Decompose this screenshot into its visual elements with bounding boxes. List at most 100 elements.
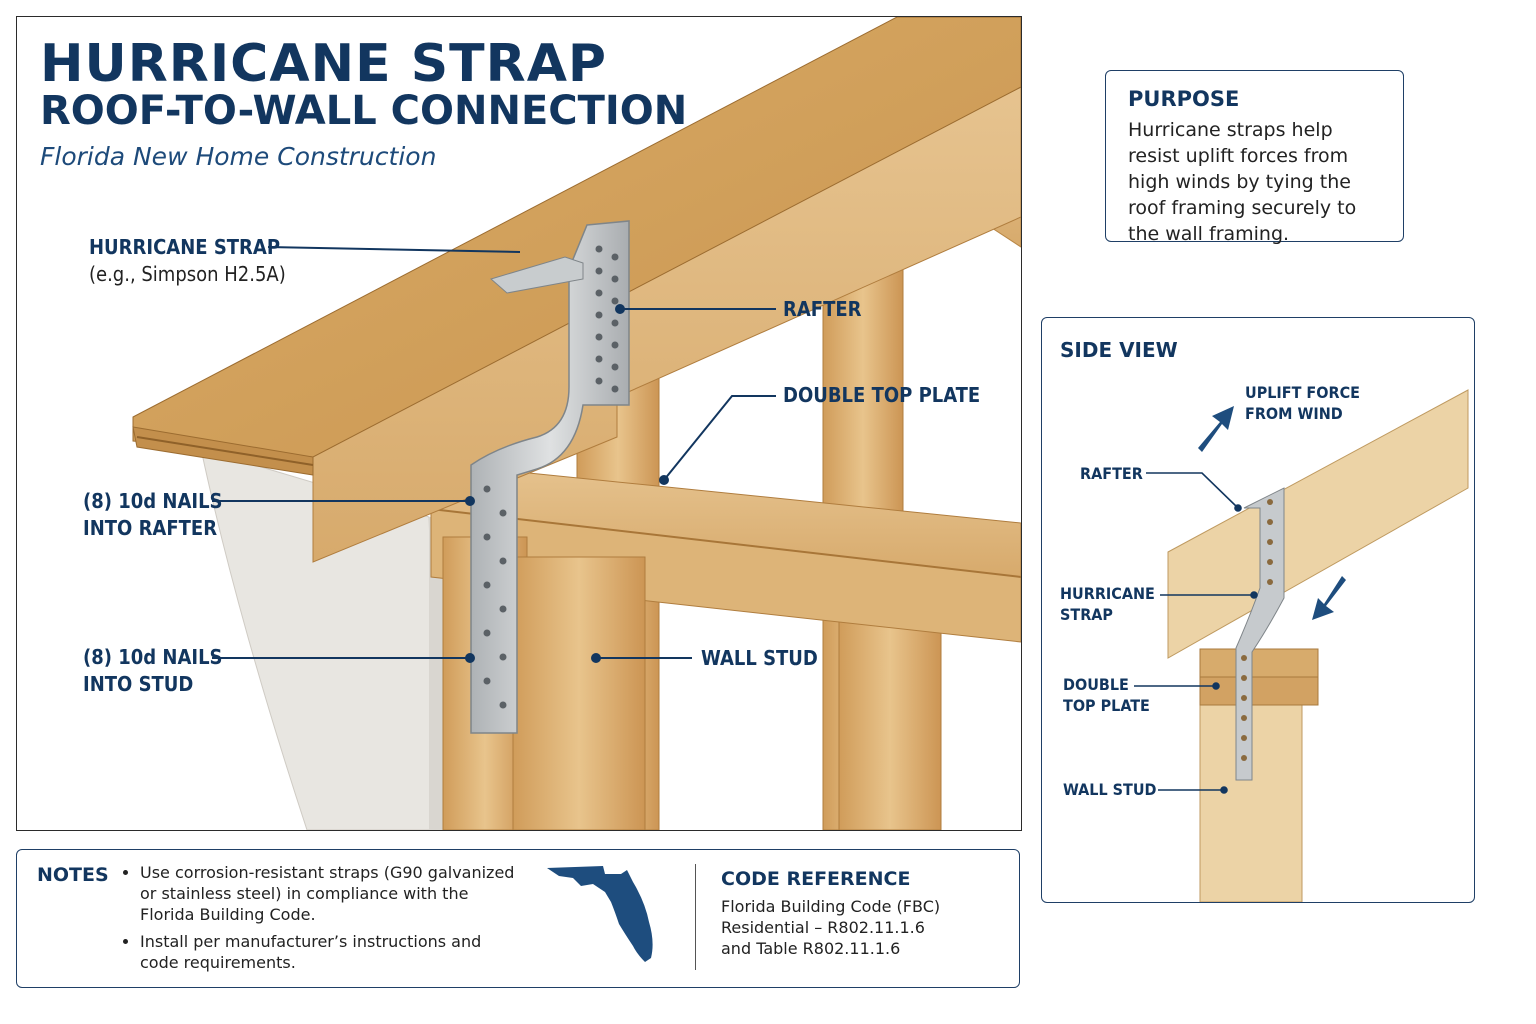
label-rafter: RAFTER <box>783 297 862 321</box>
nail-hole <box>483 677 491 685</box>
code-reference-text: Florida Building Code (FBC) Residential … <box>721 897 941 958</box>
purpose-box: PURPOSE Hurricane straps help resist upl… <box>1105 70 1404 245</box>
leader-nails-rafter-dot <box>465 496 475 506</box>
purpose-heading: PURPOSE <box>1128 87 1240 111</box>
main-illustration <box>16 16 1022 831</box>
notes-divider <box>695 864 696 970</box>
note-item: Use corrosion-resistant straps (G90 galv… <box>140 862 520 925</box>
nail-hole <box>1267 559 1273 565</box>
label-double-top-plate: DOUBLE TOP PLATE <box>783 383 981 407</box>
nail-hole <box>499 653 507 661</box>
main-leader-lines <box>212 246 776 663</box>
note-item: Install per manufacturer’s instructions … <box>140 931 520 973</box>
label-nails-rafter: (8) 10d NAILS INTO RAFTER <box>83 488 223 542</box>
nail-hole <box>611 275 619 283</box>
framing-illustration <box>132 17 1021 830</box>
nail-hole <box>1241 695 1247 701</box>
leader-plate <box>663 395 776 481</box>
nail-hole <box>499 605 507 613</box>
nail-hole <box>1267 499 1273 505</box>
leader-rafter-dot <box>615 304 625 314</box>
nail-hole <box>611 341 619 349</box>
main-title-line2: ROOF-TO-WALL CONNECTION <box>40 88 688 134</box>
side-label-strap-line1: HURRICANE <box>1060 584 1155 603</box>
code-reference-heading: CODE REFERENCE <box>721 868 911 890</box>
strap-tab <box>489 256 584 294</box>
label-nails-rafter-line1: (8) 10d NAILS <box>83 489 223 513</box>
plate-seam <box>430 508 1021 578</box>
nail-hole <box>483 629 491 637</box>
label-nails-stud-line2: INTO STUD <box>83 672 194 696</box>
main-subtitle: Florida New Home Construction <box>40 142 437 171</box>
nail-hole <box>611 385 619 393</box>
rafter-top <box>132 17 1021 458</box>
side-label-plate-line2: TOP PLATE <box>1063 696 1150 715</box>
side-leader-plate-dot <box>1212 682 1220 690</box>
nail-hole <box>1241 655 1247 661</box>
nail-hole <box>595 311 603 319</box>
side-label-uplift-line1: UPLIFT FORCE <box>1245 383 1360 402</box>
nail-hole <box>1267 519 1273 525</box>
back-stud-2 <box>838 606 942 830</box>
side-label-strap-line2: STRAP <box>1060 605 1113 624</box>
nail-hole <box>595 289 603 297</box>
nail-hole <box>1267 539 1273 545</box>
nail-hole <box>611 297 619 305</box>
notes-box: NOTES Use corrosion-resistant straps (G9… <box>16 849 1020 988</box>
side-label-uplift: UPLIFT FORCE FROM WIND <box>1245 382 1360 424</box>
nail-hole <box>611 253 619 261</box>
nail-hole <box>611 319 619 327</box>
notes-heading: NOTES <box>37 864 109 886</box>
leader-plate-dot <box>659 475 669 485</box>
side-leader-rafter <box>1146 472 1239 509</box>
purpose-text: Hurricane straps help resist uplift forc… <box>1128 119 1357 245</box>
side-leader-strap-dot <box>1250 591 1258 599</box>
label-hurricane-strap-example: (e.g., Simpson H2.5A) <box>89 262 286 286</box>
arrow-down-left-icon <box>1312 576 1346 620</box>
nail-hole <box>483 581 491 589</box>
nail-hole <box>499 509 507 517</box>
side-label-uplift-line2: FROM WIND <box>1245 404 1343 423</box>
nail-hole <box>595 245 603 253</box>
nail-hole <box>595 377 603 385</box>
side-label-stud: WALL STUD <box>1063 780 1157 799</box>
nail-hole <box>1241 675 1247 681</box>
side-leader-rafter-dot <box>1234 504 1242 512</box>
label-nails-rafter-line2: INTO RAFTER <box>83 516 218 540</box>
side-label-strap: HURRICANE STRAP <box>1060 583 1155 625</box>
notes-list: Use corrosion-resistant straps (G90 galv… <box>122 862 520 979</box>
rafter-edge-lip <box>136 436 314 466</box>
front-stud-2 <box>512 556 646 830</box>
label-nails-stud: (8) 10d NAILS INTO STUD <box>83 644 223 698</box>
stucco-edge <box>429 517 443 830</box>
florida-map-icon <box>547 866 653 962</box>
side-plate-upper <box>1199 648 1319 678</box>
label-hurricane-strap-title: HURRICANE STRAP <box>89 235 281 259</box>
nail-hole <box>595 267 603 275</box>
nail-hole <box>1267 579 1273 585</box>
main-title: HURRICANE STRAP <box>40 34 608 94</box>
nail-hole <box>595 355 603 363</box>
side-label-rafter: RAFTER <box>1080 464 1143 483</box>
nail-hole <box>499 557 507 565</box>
leader-strap <box>267 246 521 253</box>
label-hurricane-strap: HURRICANE STRAP (e.g., Simpson H2.5A) <box>89 234 286 288</box>
arrow-up-right-icon <box>1198 406 1234 452</box>
side-view-drawing <box>1134 389 1469 902</box>
nail-hole <box>483 533 491 541</box>
side-rafter <box>1167 389 1469 659</box>
nail-hole <box>595 333 603 341</box>
nail-hole <box>611 363 619 371</box>
leader-nails-stud-dot <box>465 653 475 663</box>
side-label-plate: DOUBLE TOP PLATE <box>1063 674 1150 716</box>
leader-stud-dot <box>591 653 601 663</box>
label-nails-stud-line1: (8) 10d NAILS <box>83 645 223 669</box>
side-plate-lower <box>1199 676 1319 706</box>
side-label-plate-line1: DOUBLE <box>1063 675 1129 694</box>
side-view-box: SIDE VIEW UPLIFT FORCE FROM WIND RAFTER … <box>1041 317 1475 903</box>
nail-hole <box>1241 735 1247 741</box>
nail-hole <box>1241 715 1247 721</box>
nail-hole <box>483 485 491 493</box>
label-wall-stud: WALL STUD <box>701 646 818 670</box>
nail-hole <box>1241 755 1247 761</box>
